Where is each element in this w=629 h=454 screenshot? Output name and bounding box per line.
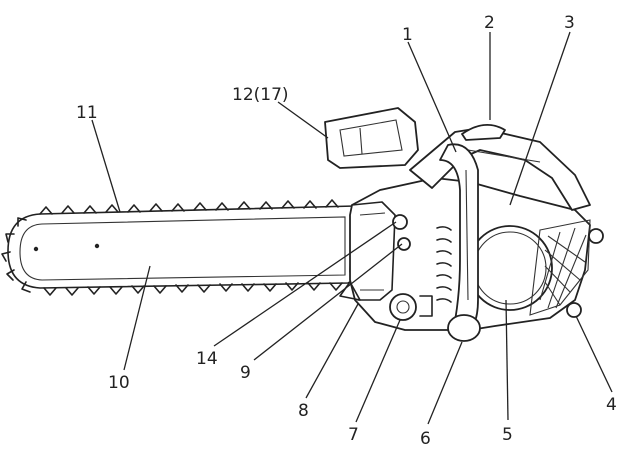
callout-12: 12(17) xyxy=(232,85,289,105)
callout-4: 4 xyxy=(606,395,617,415)
cover-nut xyxy=(392,214,408,230)
callout-3: 3 xyxy=(564,13,575,33)
callout-2: 2 xyxy=(484,13,495,33)
guide-bar xyxy=(1,199,361,296)
callout-5: 5 xyxy=(502,425,513,445)
callout-7: 7 xyxy=(348,425,359,445)
cover-nut-2 xyxy=(397,237,411,251)
fuel-cap xyxy=(389,293,417,321)
leader-3 xyxy=(509,31,571,206)
rear-grille xyxy=(529,219,591,316)
callout-6: 6 xyxy=(420,429,431,449)
leader-1 xyxy=(407,41,457,153)
leader-5 xyxy=(505,299,509,421)
chain-nose xyxy=(1,217,31,293)
handle-bottom-cap xyxy=(447,314,481,342)
leader-10 xyxy=(123,265,151,371)
leader-14 xyxy=(213,221,397,347)
leader-9 xyxy=(253,243,403,361)
rear-bolt xyxy=(566,302,582,318)
chain-teeth-bottom xyxy=(43,282,343,296)
leader-11 xyxy=(91,119,121,213)
leader-8 xyxy=(305,303,359,399)
chain-teeth-top xyxy=(39,199,339,215)
leader-12 xyxy=(277,101,329,139)
bar-rivet xyxy=(94,243,100,249)
callout-labels: 1 2 3 4 5 6 7 8 9 10 11 12(17) 14 xyxy=(76,13,617,449)
callout-10: 10 xyxy=(108,373,130,393)
front-handle xyxy=(439,143,481,342)
callout-1: 1 xyxy=(402,25,413,45)
leader-6 xyxy=(427,341,463,425)
callout-11: 11 xyxy=(76,103,98,123)
bar-body xyxy=(19,216,346,281)
leader-4 xyxy=(575,315,613,393)
callout-9: 9 xyxy=(240,363,251,383)
leader-lines xyxy=(91,31,613,425)
rear-mount xyxy=(588,228,604,244)
callout-14: 14 xyxy=(196,349,218,369)
cylinder-fins xyxy=(436,226,452,303)
top-cover xyxy=(461,124,506,141)
callout-8: 8 xyxy=(298,401,309,421)
front-hand-guard xyxy=(324,107,419,169)
leader-7 xyxy=(355,319,401,423)
bar-nose-rivet xyxy=(33,246,39,252)
